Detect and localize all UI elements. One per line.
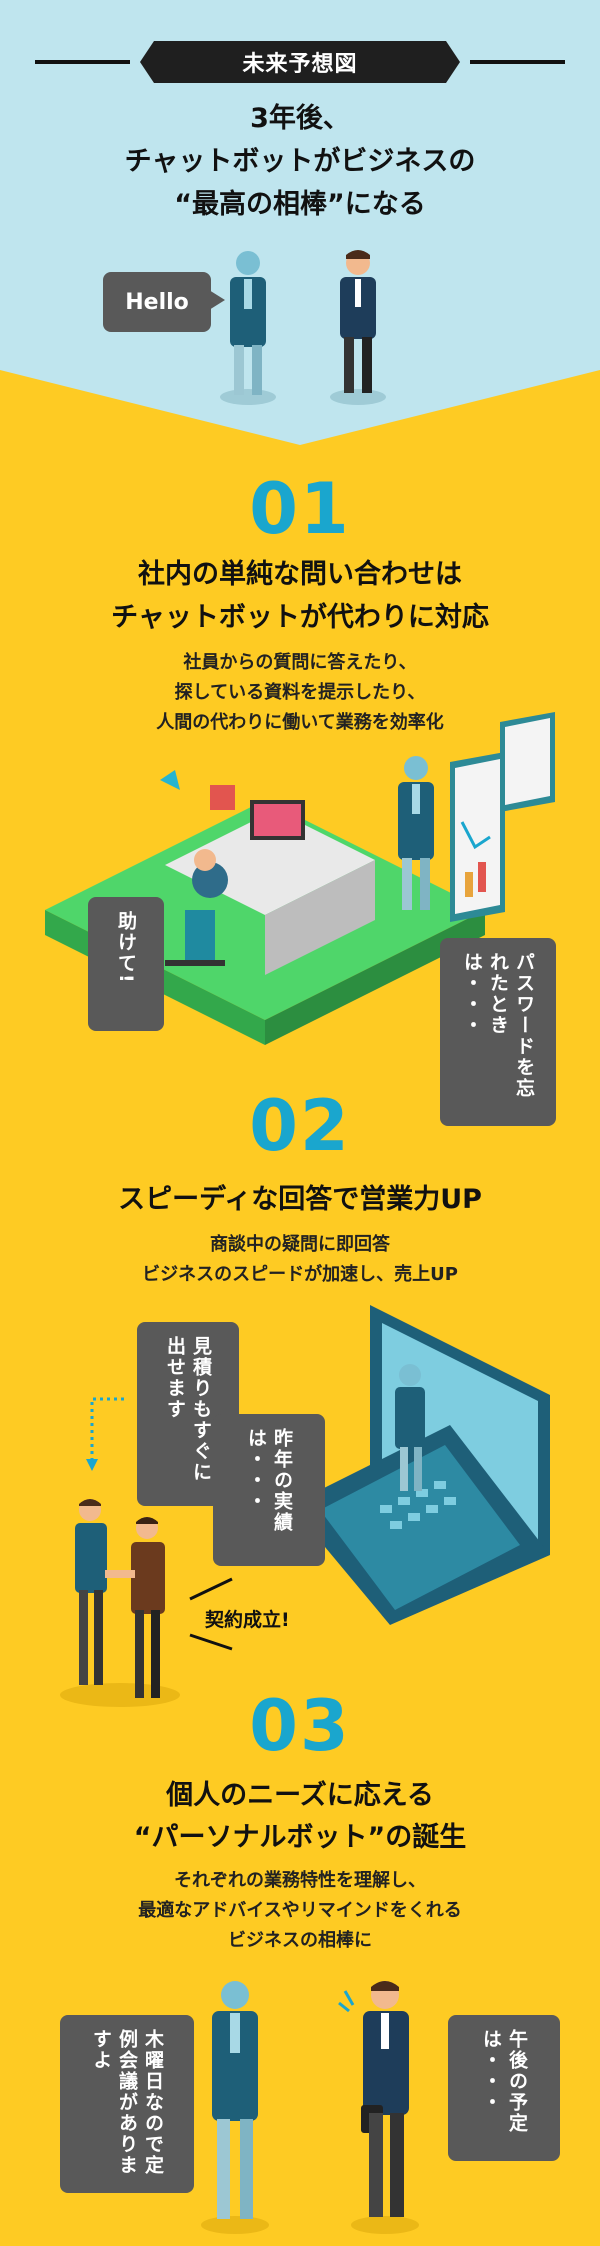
laptop-illustration (280, 1305, 550, 1625)
section-03-title-line-1: 個人のニーズに応える (166, 1780, 434, 1811)
section-03-desc-line-3: ビジネスの相棒に (228, 1930, 372, 1951)
header-section: 未来予想図 3年後、 チャットボットがビジネスの “最高の相棒”になる Hell… (0, 0, 600, 445)
help-bubble: 助けて! (88, 897, 164, 1031)
section-03-number: 03 (249, 1685, 351, 1767)
deal-closed-text: 契約成立! (205, 1609, 290, 1631)
deal-burst-icon (188, 1575, 238, 1655)
section-02-title: スピーディな回答で営業力UP (118, 1184, 482, 1215)
section-03-desc-line-1: それぞれの業務特性を理解し、 (174, 1870, 426, 1891)
section-02-desc-line-1: 商談中の疑問に即回答 (210, 1234, 390, 1255)
meeting-reminder-bubble: 木曜日なので定例会議がありますよ (60, 2015, 194, 2193)
section-01-chatbot-person (388, 750, 444, 920)
header-badge: 未来予想図 (140, 41, 460, 83)
section-01-desc-line-2: 探している資料を提示したり、 (174, 682, 426, 703)
dotted-arrow-icon (86, 1395, 126, 1475)
headline-line-3: “最高の相棒”になる (174, 189, 426, 220)
headline-line-1: 3年後、 (250, 103, 350, 134)
header-rule-left (35, 60, 130, 64)
section-02-desc-line-2: ビジネスのスピードが加速し、売上UP (142, 1264, 458, 1285)
handshake-illustration (55, 1490, 185, 1710)
section-01-desc-line-1: 社員からの質問に答えたり、 (183, 652, 417, 673)
hello-bubble: Hello (103, 272, 225, 332)
section-03-desc-line-2: 最適なアドバイスやリマインドをくれる (138, 1900, 462, 1921)
businessman-illustration (328, 245, 388, 405)
section-01-number: 01 (249, 468, 351, 550)
section-02-number: 02 (249, 1085, 351, 1167)
header-rule-right (470, 60, 565, 64)
last-year-bubble: 昨年の実績は・・・ (213, 1414, 325, 1566)
section-03-businessman-with-phone (335, 1975, 425, 2235)
password-bubble: パスワードを忘れたときは・・・ (440, 938, 556, 1126)
afternoon-schedule-bubble: 午後の予定は・・・ (448, 2015, 560, 2161)
chart-panels-illustration (450, 712, 560, 922)
section-03-title-line-2: “パーソナルボット”の誕生 (133, 1822, 467, 1853)
section-01-title-line-1: 社内の単純な問い合わせは (138, 559, 462, 590)
section-01-title-line-2: チャットボットが代わりに対応 (111, 602, 489, 633)
headline-line-2: チャットボットがビジネスの (124, 146, 476, 177)
chatbot-person-illustration (218, 245, 278, 405)
section-03-chatbot-person (200, 1975, 270, 2235)
section-01-desc-line-3: 人間の代わりに働いて業務を効率化 (156, 712, 444, 733)
